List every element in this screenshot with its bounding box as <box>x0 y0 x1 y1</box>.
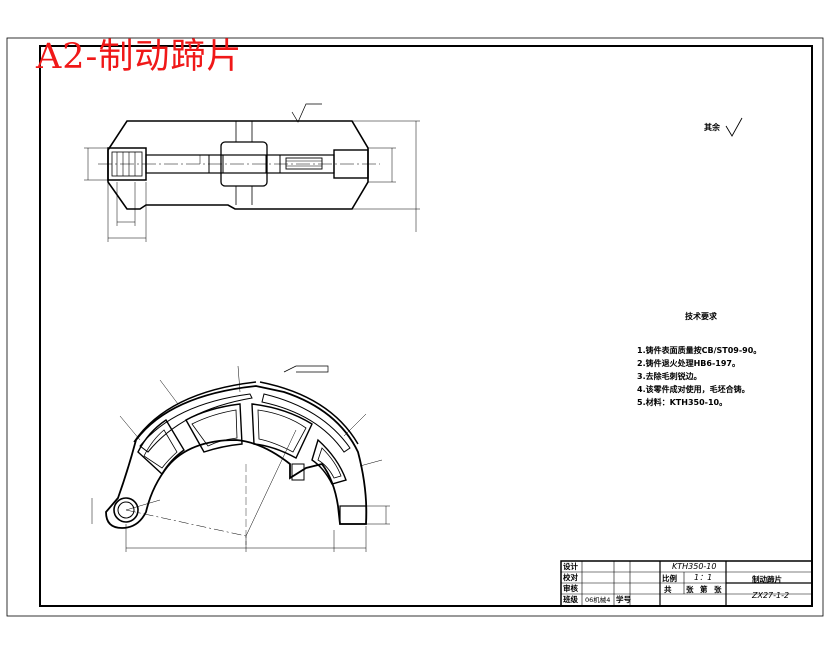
scale-label: 比例 <box>662 574 677 583</box>
technical-requirements-title: 技术要求 <box>685 312 717 321</box>
student-label: 学号 <box>616 595 631 604</box>
requirement-item: 4.该零件成对使用，毛坯合铸。 <box>637 385 750 394</box>
page-title: A2-制动蹄片 <box>36 37 243 77</box>
sheets-label-2: 张 <box>686 585 694 594</box>
check-label: 审核 <box>563 584 578 593</box>
material-value: KTH350-10 <box>672 562 717 571</box>
front-view <box>91 365 390 552</box>
surface-finish-label: 其余 <box>704 123 720 132</box>
sheets-label: 共 <box>664 585 672 594</box>
draw-label: 校对 <box>563 573 578 582</box>
part-name: 制动蹄片 <box>752 575 782 584</box>
sheet-label-2: 张 <box>714 585 722 594</box>
roughness-symbol <box>725 117 743 137</box>
sheet-border <box>6 37 824 617</box>
sheet-label: 第 <box>700 585 708 594</box>
drawing-number: ZX27-1-2 <box>752 591 790 600</box>
technical-requirements-list: 1.铸件表面质量按CB/ST09-90。 2.铸件退火处理HB6-197。 3.… <box>637 344 761 409</box>
requirement-item: 5.材料：KTH350-10。 <box>637 398 728 407</box>
requirement-item: 1.铸件表面质量按CB/ST09-90。 <box>637 346 762 355</box>
class-label: 班级 <box>563 595 578 604</box>
top-view <box>84 103 420 242</box>
class-value: 06机械4 <box>585 596 611 604</box>
design-label: 设计 <box>563 562 578 571</box>
scale-value: 1：1 <box>694 573 713 582</box>
drawing-frame <box>39 45 813 607</box>
requirement-item: 3.去除毛刺锐边。 <box>637 372 702 381</box>
requirement-item: 2.铸件退火处理HB6-197。 <box>637 359 740 368</box>
title-block <box>560 560 813 607</box>
